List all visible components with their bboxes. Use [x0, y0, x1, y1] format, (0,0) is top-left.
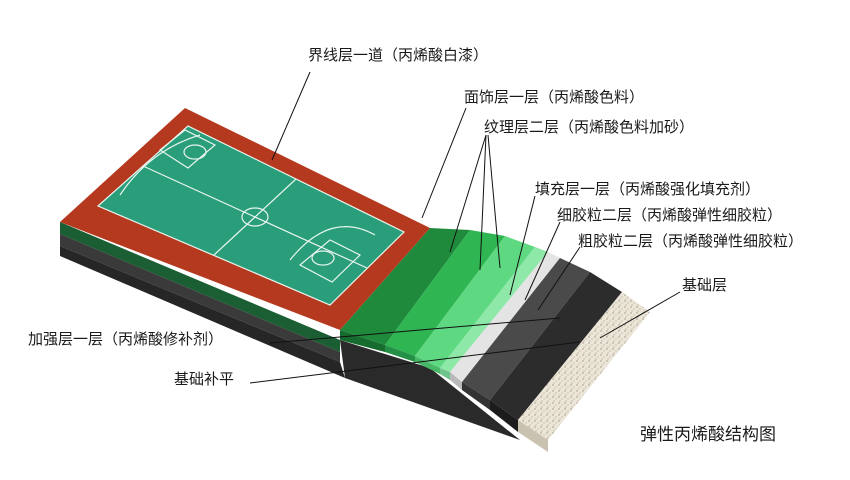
- label-fine-granule: 细胶粒二层（丙烯酸弹性细胶粒）: [557, 206, 783, 224]
- label-reinforce-coat: 加强层一层（丙烯酸修补剂）: [28, 330, 224, 348]
- layer-pale-green: [440, 247, 548, 372]
- layer-dark-green: [340, 228, 470, 345]
- label-filler-coat: 填充层一层（丙烯酸强化填充剂）: [535, 180, 761, 198]
- diagram-title: 弹性丙烯酸结构图: [640, 425, 776, 445]
- layer-black: [490, 272, 622, 420]
- label-base-leveling: 基础补平: [174, 370, 235, 388]
- label-boundary-line: 界线层一道（丙烯酸白漆）: [308, 46, 489, 64]
- label-surface-coat: 面饰层一层（丙烯酸色料）: [464, 88, 645, 106]
- label-coarse-granule: 粗胶粒二层（丙烯酸弹性细胶粒）: [578, 232, 804, 250]
- leader-lines: [249, 71, 681, 384]
- label-texture-coat: 纹理层二层（丙烯酸色料加砂）: [484, 118, 695, 136]
- layer-mid-green: [385, 230, 505, 356]
- slab-side: [60, 222, 520, 440]
- layer-speckle: [518, 292, 650, 440]
- layer-light-green: [415, 236, 535, 368]
- court-lines: [96, 125, 406, 306]
- court-slab: [60, 108, 430, 330]
- layer-dark-gray: [462, 258, 590, 400]
- label-base-layer: 基础层: [682, 276, 728, 294]
